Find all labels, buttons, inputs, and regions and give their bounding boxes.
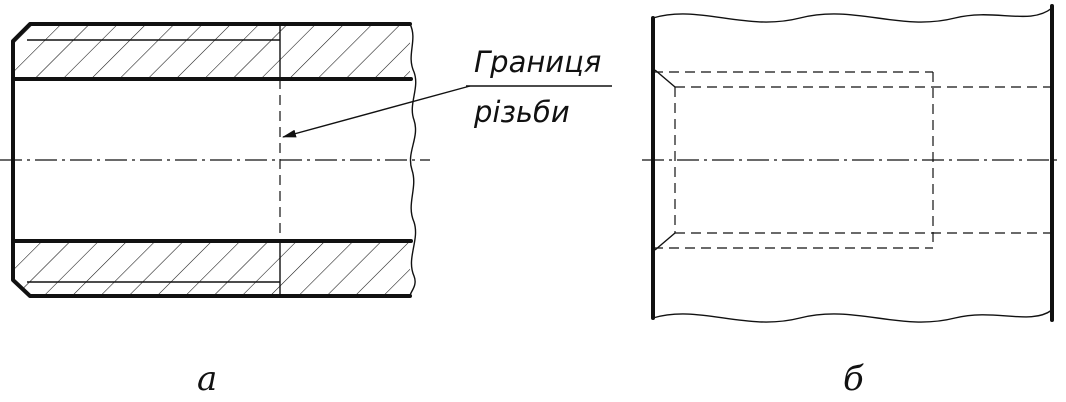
break-line-b-bottom — [652, 309, 1053, 323]
annotation-line1: Границя — [474, 45, 601, 79]
bottom-wall-hatch — [13, 241, 410, 296]
leader-line — [282, 85, 471, 138]
hidden-chamfer-diag-top — [654, 69, 676, 88]
view-b-exterior — [651, 4, 1054, 323]
break-line-a — [409, 23, 417, 297]
top-wall-hatch — [13, 24, 410, 79]
thread-boundary-leader — [282, 85, 612, 138]
hidden-chamfer-diag-bottom — [654, 232, 676, 251]
view-label-b: б — [843, 359, 864, 399]
break-line-b-top — [652, 7, 1053, 23]
view-label-a: а — [197, 359, 217, 399]
annotation-line2: різьби — [473, 95, 570, 129]
view-a-section — [11, 22, 417, 298]
